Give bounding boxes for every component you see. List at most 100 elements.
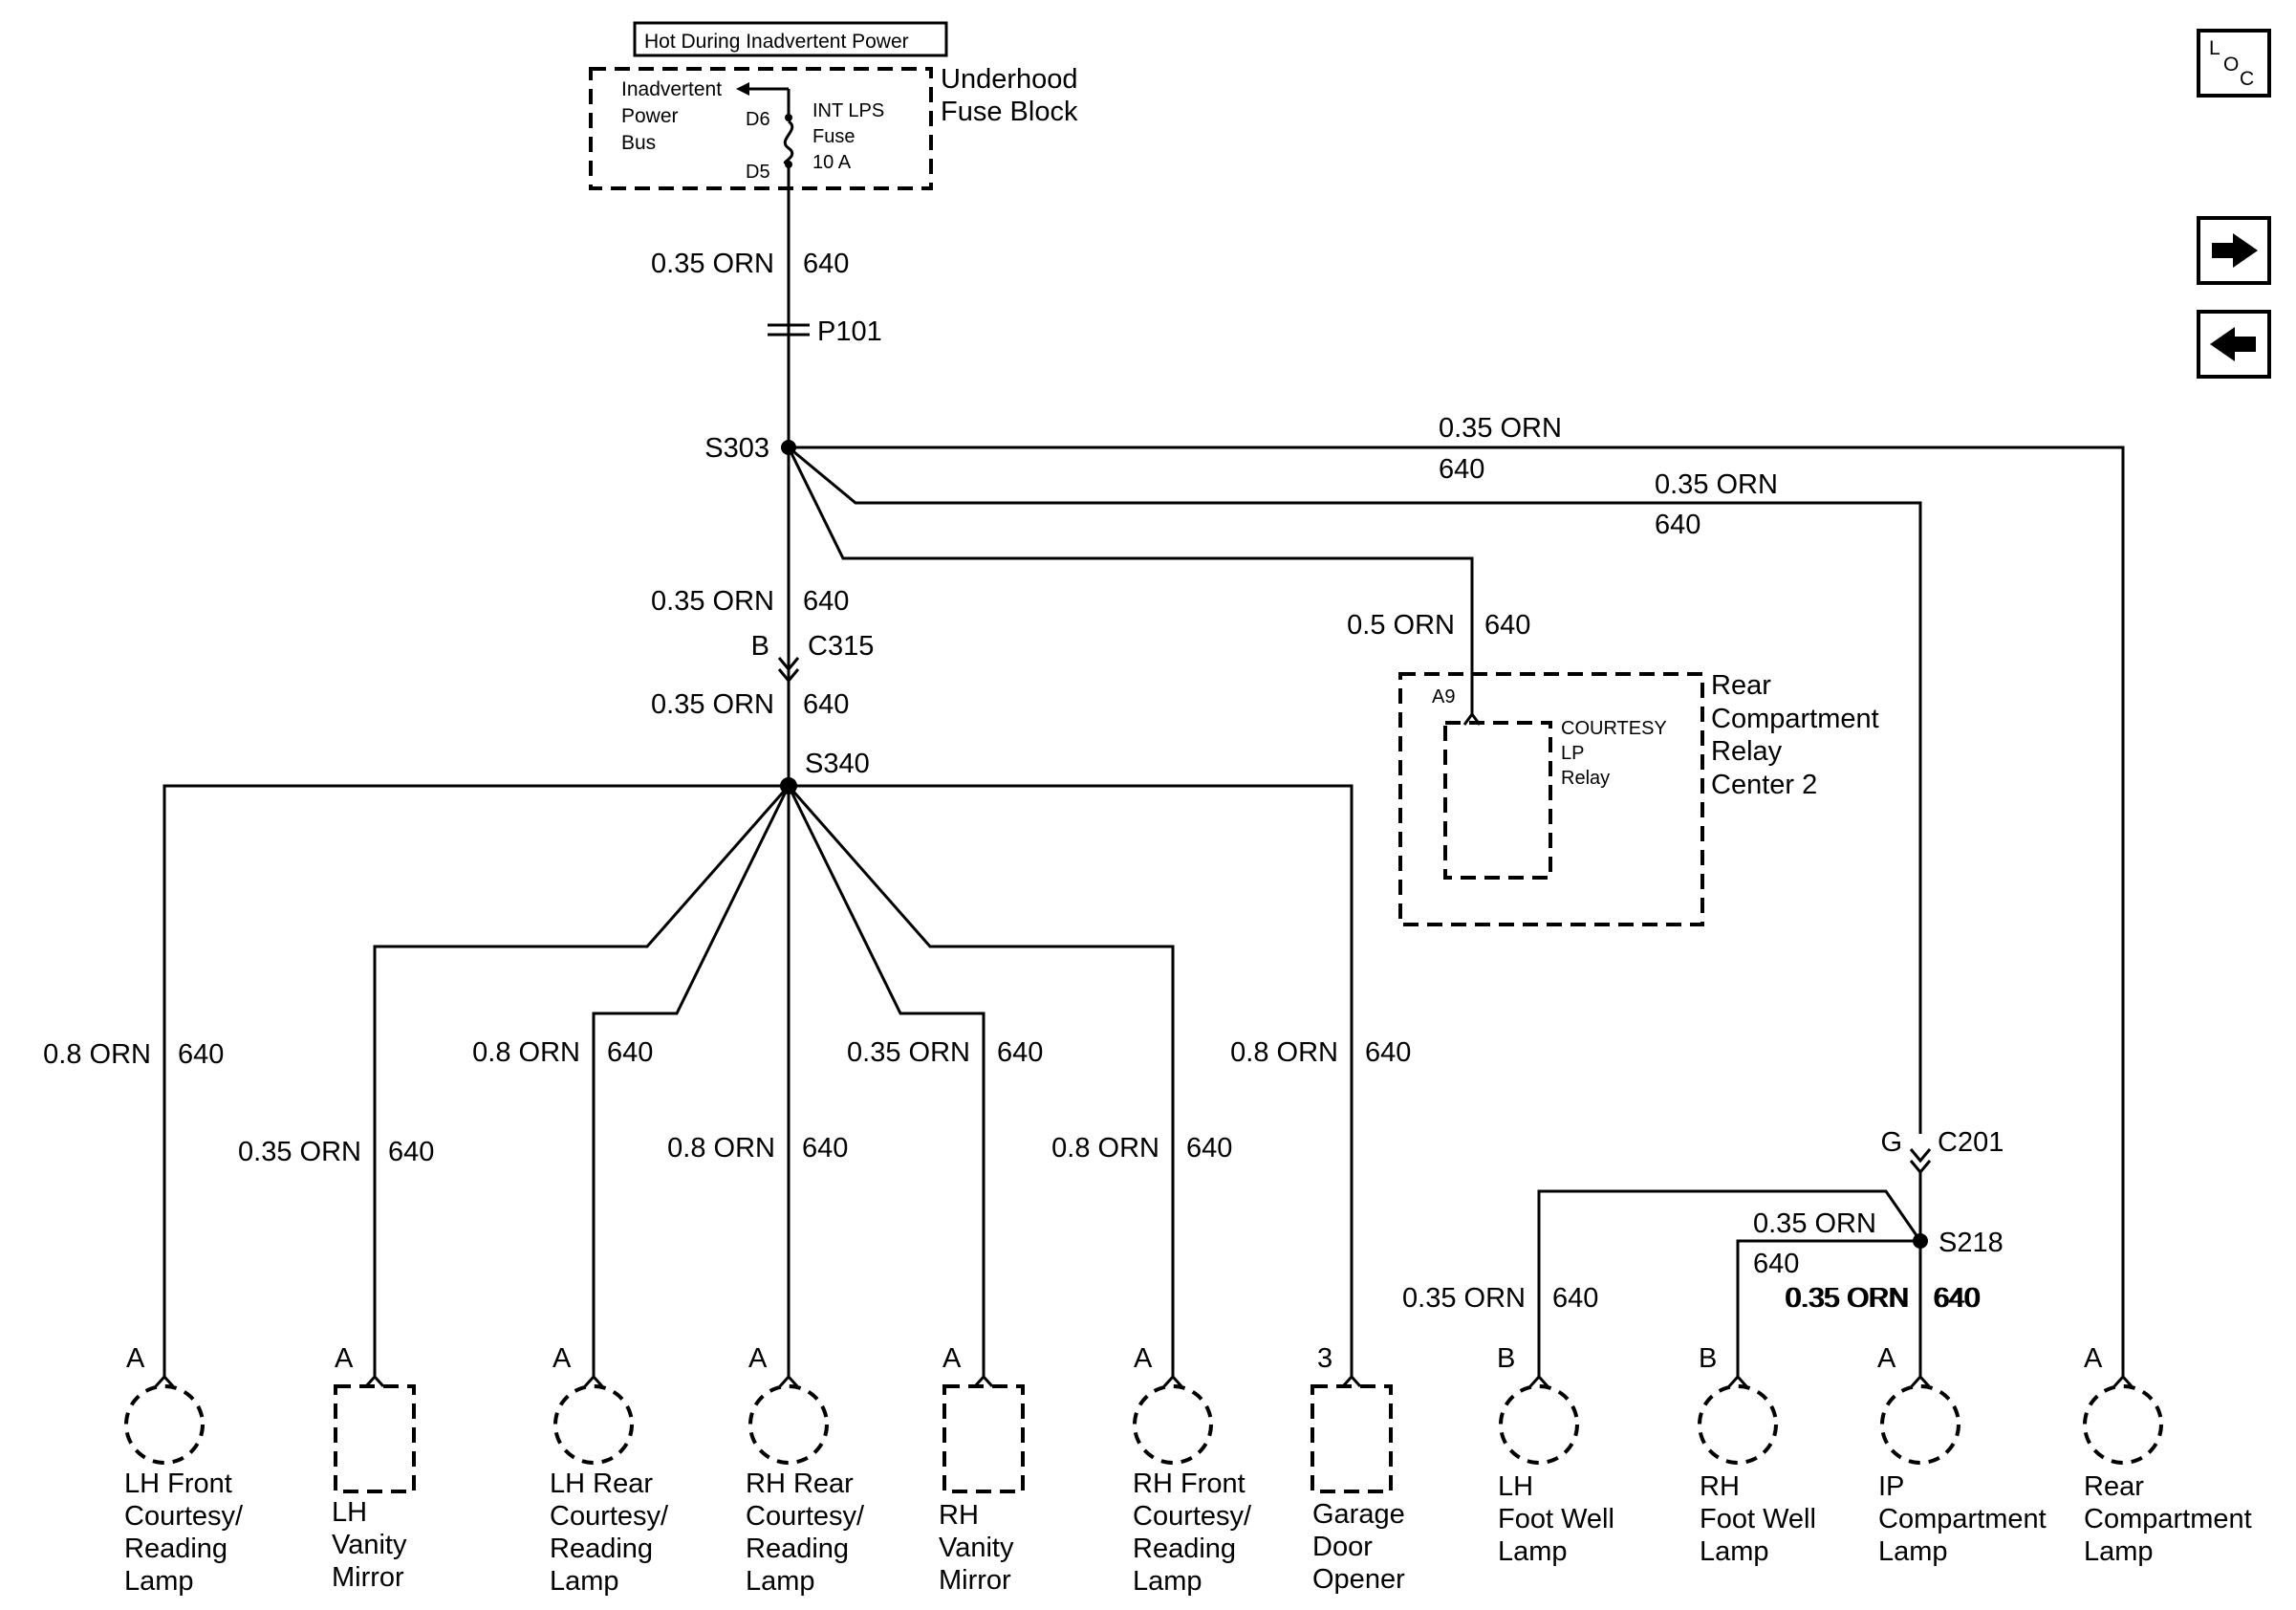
load-name-line: Courtesy/ — [1133, 1501, 1252, 1532]
load-wire-gauge: 0.35 ORN — [238, 1137, 361, 1167]
load-wire-gauge: 0.8 ORN — [1230, 1037, 1338, 1068]
load-name-line: Lamp — [746, 1566, 815, 1597]
ip-lamp-wire-circuit: 640 — [1935, 1283, 1981, 1314]
arrow-right-icon — [2212, 233, 2258, 268]
loc-button[interactable]: L O C — [2197, 29, 2271, 98]
previous-page-button[interactable] — [2197, 310, 2271, 379]
load-wire-circuit: 640 — [1552, 1283, 1598, 1314]
main-trunk: 0.35 ORN 640 P101 S303 0.35 ORN 640 B C3… — [651, 166, 882, 794]
c315-above-gauge: 0.35 ORN — [651, 586, 774, 617]
relay-center-name-2: Compartment — [1711, 704, 1879, 734]
hot-label: Hot During Inadvertent Power — [644, 31, 909, 53]
underhood-fuse-block: Hot During Inadvertent Power Inadvertent… — [589, 21, 1078, 190]
load-wire-gauge: 0.35 ORN — [847, 1037, 970, 1068]
wire-lh-front-lamp — [162, 784, 789, 1377]
load-wire-circuit: 640 — [1365, 1037, 1411, 1068]
load-wire-gauge: 0.8 ORN — [1051, 1133, 1159, 1164]
branch-rear-lamp-circuit: 640 — [1439, 454, 1484, 485]
load-wire-circuit: 640 — [997, 1037, 1043, 1068]
bus-label-2: Power — [621, 105, 679, 127]
load-name-line: Rear — [2084, 1471, 2144, 1502]
load-name-line: LH — [1498, 1471, 1533, 1502]
branch-c201-circuit: 640 — [1655, 510, 1700, 540]
c315-below-gauge: 0.35 ORN — [651, 689, 774, 720]
connector-c315-symbol — [777, 657, 800, 684]
load-name-line: Reading — [550, 1534, 653, 1564]
relay-center-outline — [1398, 672, 1704, 926]
wire-lh-vanity — [373, 785, 791, 1377]
load-name-line: Foot Well — [1700, 1504, 1816, 1534]
load-name-line: Lamp — [1878, 1536, 1948, 1567]
load-pin: B — [1497, 1343, 1515, 1374]
load-wire-gauge: 0.8 ORN — [667, 1133, 775, 1164]
load-connector-symbol — [1528, 1374, 1549, 1388]
load-name-line: Lamp — [1700, 1536, 1769, 1567]
c201-name: C201 — [1938, 1127, 2004, 1158]
bus-label-1: Inadvertent — [621, 78, 722, 100]
splice-s340-label: S340 — [805, 749, 870, 779]
wire-to-rear-compartment-lamp — [789, 446, 2125, 1377]
load-connector-symbol — [1910, 1374, 1931, 1388]
load-wire-gauge: 0.35 ORN — [1402, 1283, 1526, 1314]
load-pin: A — [335, 1343, 354, 1374]
bus-arrow — [736, 82, 749, 96]
wire-to-relay — [787, 446, 1474, 715]
main-feed-circuit: 640 — [803, 249, 849, 279]
wire-rh-foot-well — [1736, 1239, 1920, 1377]
s218-branch-gauge: 0.35 ORN — [1753, 1208, 1876, 1239]
load-connector-symbol — [2112, 1374, 2134, 1388]
load-wire-circuit: 640 — [1933, 1283, 1979, 1314]
load-connector-symbol — [973, 1374, 994, 1388]
pin-d5: D5 — [746, 162, 770, 183]
load-pin: A — [552, 1343, 572, 1374]
c315-name: C315 — [808, 631, 874, 662]
c315-above-circuit: 640 — [803, 586, 849, 617]
s340-branches — [162, 784, 1354, 1377]
loc-button-frame — [2197, 29, 2271, 98]
main-feed-gauge: 0.35 ORN — [651, 249, 774, 279]
load-wire-gauge: 0.35 ORN — [1787, 1283, 1910, 1314]
module-component — [1310, 1384, 1393, 1493]
splice-s303-label: S303 — [704, 433, 769, 464]
wire-garage-door — [789, 784, 1354, 1377]
loc-letter-o: O — [2223, 54, 2239, 76]
branch-relay-gauge: 0.5 ORN — [1347, 610, 1455, 641]
splice-s218-label: S218 — [1939, 1228, 2004, 1258]
s303-branches: 0.35 ORN 640 0.35 ORN 640 0.5 ORN 640 — [787, 413, 2125, 1377]
load-wire-circuit: 640 — [178, 1039, 224, 1070]
load-name-line: Lamp — [1498, 1536, 1568, 1567]
load-name-line: LH — [332, 1497, 367, 1528]
load-wire-circuit: 640 — [388, 1137, 434, 1167]
load-wire-circuit: 640 — [802, 1133, 848, 1164]
load-name-line: Compartment — [2084, 1504, 2252, 1534]
fuse-symbol — [783, 120, 794, 164]
load-name-line: Opener — [1312, 1564, 1405, 1595]
lamp-component — [1499, 1384, 1579, 1465]
load-pin: A — [1877, 1343, 1896, 1374]
fuse-label-3: 10 A — [812, 152, 852, 173]
load-name-line: Lamp — [550, 1566, 619, 1597]
branch-relay-circuit: 640 — [1484, 610, 1530, 641]
lamp-component — [553, 1384, 634, 1465]
load-name-line: Mirror — [939, 1565, 1011, 1596]
c201-s218: G C201 S218 0.35 ORN 640 — [1537, 1127, 2004, 1377]
pin-d6: D6 — [746, 109, 770, 130]
wire-lh-foot-well — [1537, 1189, 1922, 1377]
load-wire-gauge: 0.8 ORN — [43, 1039, 151, 1070]
load-name-line: Foot Well — [1498, 1504, 1614, 1534]
next-page-button[interactable] — [2197, 216, 2271, 285]
pin-d5-dot — [785, 161, 792, 168]
lamp-component — [1133, 1384, 1213, 1465]
connector-c201-symbol — [1909, 1148, 1932, 1175]
wire-rh-front-lamp — [787, 785, 1175, 1377]
p101-label: P101 — [817, 316, 882, 347]
relay-label-1: COURTESY — [1561, 718, 1667, 739]
load-wire-circuit: 640 — [607, 1037, 653, 1068]
load-pin: B — [1699, 1343, 1717, 1374]
